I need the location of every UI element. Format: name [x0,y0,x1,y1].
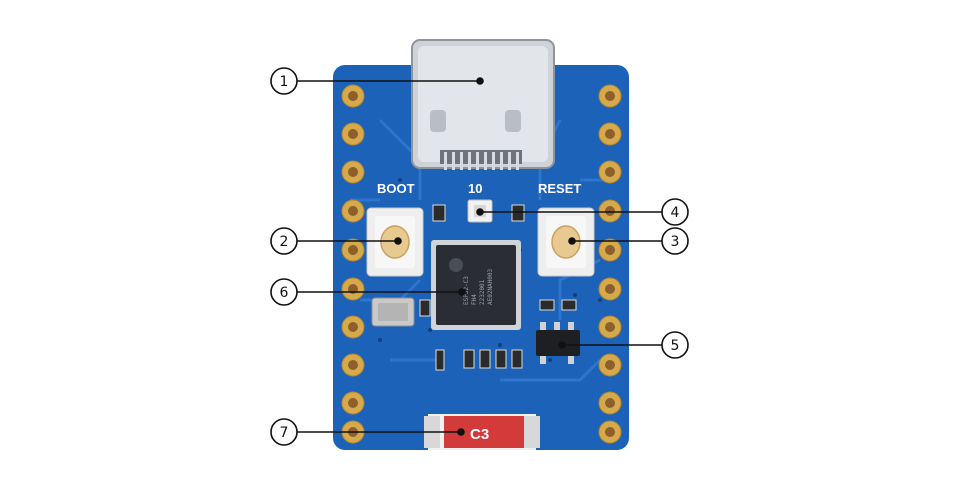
reset-button[interactable] [537,207,595,277]
callout-leaders [297,77,662,436]
chip-marking-3: 2232001 [479,279,486,305]
callout-4-number: 4 [671,205,680,221]
edge-pads-left [341,84,365,444]
callout-5: 5 [661,331,689,359]
callout-4: 4 [661,198,689,226]
smd-passives [419,204,577,371]
silk-pin-label: 10 [468,181,482,196]
callout-6-number: 6 [280,285,289,301]
callout-1-number: 1 [280,74,289,90]
callout-7-number: 7 [280,425,289,441]
callout-3-number: 3 [671,234,680,250]
callout-3: 3 [661,227,689,255]
silk-boot-label: BOOT [377,181,415,196]
callout-7: 7 [270,418,298,446]
callout-1: 1 [270,67,298,95]
chip-marking-1: ESP32-C3 [463,276,470,305]
esp32-c3-chip: ESP32-C3 FH4 2232001 AE02NAH003 [431,240,521,330]
silk-reset-label: RESET [538,181,581,196]
ldo-regulator [536,322,580,364]
usb-c-connector [411,39,555,170]
edge-pads-right [598,84,622,444]
crystal-oscillator [371,297,415,327]
callout-6: 6 [270,278,298,306]
callout-2-number: 2 [280,234,289,250]
callout-5-number: 5 [671,338,680,354]
chip-marking-4: AE02NAH003 [487,268,494,305]
chip-marking-2: FH4 [471,294,478,305]
antenna-marking: C3 [470,426,489,443]
callout-2: 2 [270,227,298,255]
